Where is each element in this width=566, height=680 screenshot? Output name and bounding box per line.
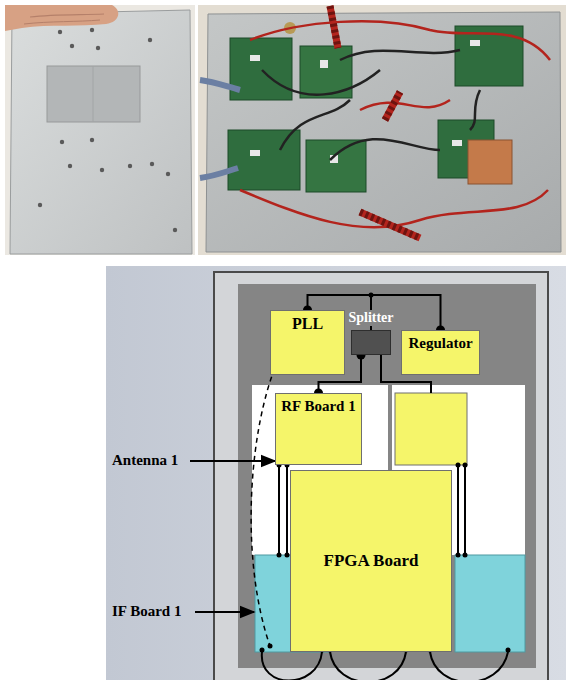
rf-board-2 bbox=[395, 393, 467, 465]
wire-dot bbox=[456, 463, 461, 468]
leader-arrow bbox=[190, 461, 275, 612]
photo-plate-front bbox=[5, 5, 195, 255]
node-label: Splitter bbox=[345, 310, 396, 326]
photo-plate-front bbox=[38, 203, 42, 207]
photo-assembled-boards bbox=[340, 50, 460, 60]
fpga-board-box: FPGA Board bbox=[290, 470, 452, 652]
photo-assembled-boards bbox=[200, 80, 240, 90]
photo-assembled-boards bbox=[250, 150, 260, 156]
callout-label: IF Board 1 bbox=[112, 603, 181, 620]
wire bbox=[262, 652, 322, 680]
wire-dot bbox=[463, 463, 468, 468]
photo-plate-front bbox=[166, 172, 170, 176]
wire bbox=[330, 652, 406, 680]
photo-assembled-boards bbox=[206, 12, 561, 252]
photo-plate-front bbox=[150, 162, 154, 166]
wire-dot bbox=[260, 293, 511, 653]
photo-assembled-boards bbox=[262, 70, 380, 95]
photo-plate-front bbox=[173, 228, 177, 232]
wire-dot bbox=[456, 553, 461, 558]
photo-assembled-boards bbox=[330, 139, 440, 160]
photo-plate-front bbox=[70, 44, 74, 48]
photo-plate-front bbox=[24, 20, 100, 24]
wire bbox=[278, 465, 280, 555]
wire bbox=[286, 465, 288, 555]
schematic-ground bbox=[214, 272, 548, 680]
photo-plate-front bbox=[68, 164, 72, 168]
photo-assembled-boards bbox=[320, 60, 328, 68]
photo-assembled-boards bbox=[385, 92, 400, 120]
rf-board-2 bbox=[395, 393, 467, 465]
schematic-ground bbox=[238, 284, 536, 668]
photo-assembled-boards bbox=[200, 168, 238, 178]
regulator-box: Regulator bbox=[401, 330, 480, 375]
wire bbox=[430, 652, 508, 680]
callout-label: Antenna 1 bbox=[112, 452, 178, 469]
photo-assembled-boards bbox=[228, 130, 300, 190]
photo-plate-front bbox=[47, 66, 140, 122]
photo-assembled-boards bbox=[306, 140, 366, 192]
photo-plate-front bbox=[128, 164, 132, 168]
photo-plate-front bbox=[93, 66, 94, 122]
node-label: FPGA Board bbox=[324, 551, 419, 571]
photo-assembled-boards bbox=[470, 90, 480, 130]
photo-assembled-boards bbox=[330, 6, 338, 48]
node-label: PLL bbox=[292, 315, 323, 333]
rf-board-box: RF Board 1 bbox=[275, 393, 362, 465]
photo-assembled-boards bbox=[240, 190, 548, 227]
leader-arrow bbox=[190, 460, 275, 462]
photo-plate-front bbox=[148, 38, 152, 42]
photo-plate-front bbox=[100, 168, 104, 172]
photo-plate-front bbox=[5, 5, 118, 31]
pll-box: PLL bbox=[270, 310, 345, 375]
photo-plate-front bbox=[60, 140, 64, 144]
photo-assembled-boards bbox=[385, 92, 400, 120]
photo-assembled-boards bbox=[198, 5, 566, 255]
photo-plate-front bbox=[10, 10, 192, 254]
photo-assembled-boards bbox=[280, 100, 350, 150]
photo-assembled-boards bbox=[455, 26, 523, 86]
photo-assembled-boards bbox=[360, 100, 450, 110]
wire-dot bbox=[277, 553, 282, 558]
wire-dot bbox=[506, 648, 511, 653]
wire bbox=[464, 465, 466, 555]
photo-plate-front bbox=[90, 28, 94, 32]
photo-assembled-boards bbox=[470, 40, 480, 46]
dashed-link bbox=[251, 360, 278, 646]
photo-assembled-boards bbox=[330, 6, 338, 48]
photo-plate-front bbox=[58, 30, 62, 34]
wire bbox=[262, 295, 508, 680]
photo-plate-front bbox=[96, 46, 100, 50]
node-label: RF Board 1 bbox=[281, 398, 355, 415]
wire-dot bbox=[463, 553, 468, 558]
photo-assembled-boards bbox=[468, 140, 512, 184]
photo-assembled-boards bbox=[360, 212, 420, 238]
dashed-link bbox=[268, 644, 273, 649]
schematic-ground bbox=[106, 266, 566, 680]
wire-dot bbox=[285, 553, 290, 558]
schematic-ground bbox=[106, 266, 566, 680]
photo-assembled-boards bbox=[452, 140, 462, 146]
node-label: Regulator bbox=[408, 335, 472, 352]
wire bbox=[457, 465, 459, 555]
photo-assembled-boards bbox=[360, 212, 420, 238]
photo-plate-front bbox=[90, 138, 94, 142]
photo-plate-front bbox=[30, 14, 104, 17]
photo-plate-front bbox=[5, 5, 195, 255]
if-board bbox=[455, 555, 525, 652]
splitter-box bbox=[351, 330, 391, 355]
wire-dot bbox=[260, 648, 265, 653]
photo-assembled-boards bbox=[198, 5, 566, 255]
photo-assembled-boards bbox=[250, 21, 550, 60]
photo-assembled-boards bbox=[250, 55, 260, 61]
leader-arrow bbox=[195, 611, 254, 613]
splitter-node: Splitter bbox=[343, 303, 399, 355]
